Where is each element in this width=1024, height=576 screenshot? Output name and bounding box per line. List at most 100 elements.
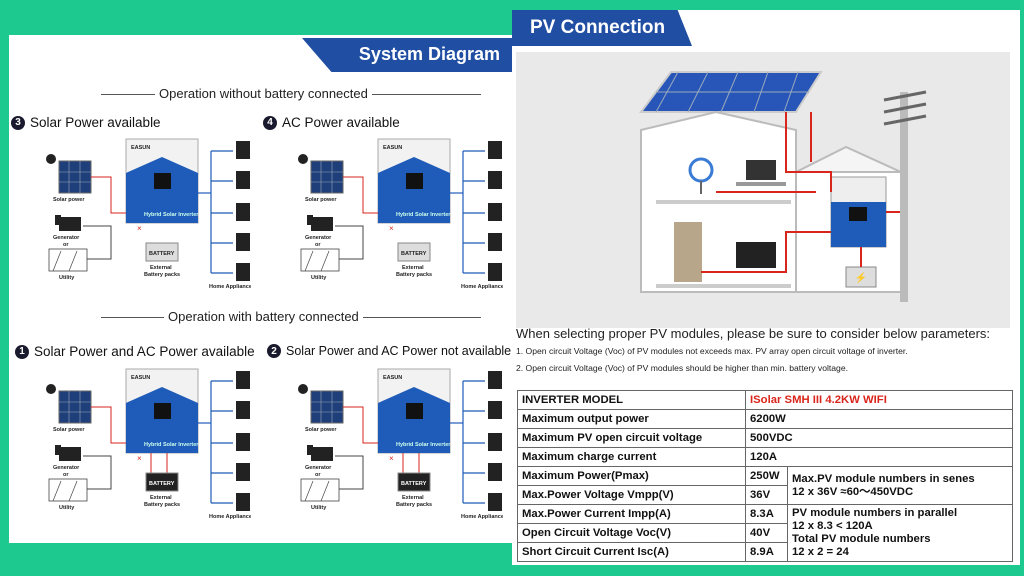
- external-battery-label: External: [402, 495, 424, 501]
- case-number-badge: 3: [11, 115, 25, 130]
- home-appliances-label: Home Appliances: [461, 284, 503, 290]
- battery-icon: [397, 472, 431, 492]
- svg-text:×: ×: [389, 454, 394, 463]
- or-label: or: [315, 472, 321, 478]
- appliance-icon: [236, 233, 250, 251]
- table-label-cell: Open Circuit Voltage Voc(V): [517, 523, 746, 543]
- battery-packs-label: Battery packs: [396, 502, 432, 508]
- svg-text:×: ×: [137, 224, 142, 233]
- utility-label: Utility: [311, 275, 327, 281]
- inverter-caption: Hybrid Solar Inverter: [144, 212, 199, 218]
- sun-icon: [298, 154, 308, 164]
- home-appliances-label: Home Appliances: [209, 284, 251, 290]
- table-label-cell: Max.Power Voltage Vmpp(V): [517, 485, 746, 505]
- generator-label: Generator: [53, 465, 80, 471]
- pv-selection-note: When selecting proper PV modules, please…: [516, 326, 991, 341]
- table-value-cell: 8.9A: [745, 542, 788, 562]
- parallel-note-line: PV module numbers in parallel: [792, 507, 958, 519]
- appliance-icon: [488, 463, 502, 481]
- table-label-cell: Maximum charge current: [517, 447, 746, 467]
- battery-icon: [397, 242, 431, 262]
- utility-icon: [48, 478, 88, 502]
- appliance-icon: [488, 401, 502, 419]
- utility-label: Utility: [311, 505, 327, 511]
- battery-label: BATTERY: [401, 481, 427, 487]
- sun-icon: [298, 384, 308, 394]
- generator-label: Generator: [305, 465, 332, 471]
- table-row: Max.Power Current Impp(A) 8.3A PV module…: [517, 504, 1013, 562]
- pv-connection-banner: PV Connection: [512, 10, 692, 46]
- svg-text:⚡: ⚡: [855, 271, 867, 284]
- series-note-cell: Max.PV module numbers in senes 12 x 36V …: [787, 466, 1013, 505]
- inverter-brand: EASUN: [131, 145, 150, 151]
- battery-packs-label: Battery packs: [396, 272, 432, 278]
- inverter-spec-table: INVERTER MODEL ISolar SMH III 4.2KW WIFI…: [517, 390, 1013, 562]
- or-label: or: [63, 472, 69, 478]
- case-title: Solar Power and AC Power not available: [286, 344, 512, 358]
- solar-panel-icon: [310, 390, 344, 424]
- svg-text:×: ×: [389, 224, 394, 233]
- table-label-cell: Maximum output power: [517, 409, 746, 429]
- utility-label: Utility: [59, 275, 75, 281]
- external-battery-label: External: [150, 495, 172, 501]
- utility-icon: [300, 478, 340, 502]
- parallel-note-cell: PV module numbers in parallel 12 x 8.3 <…: [787, 504, 1013, 562]
- table-label-cell: Max.Power Current Impp(A): [517, 504, 746, 524]
- case-title: Solar Power available: [30, 115, 161, 130]
- appliance-icon: [236, 171, 250, 189]
- section-title-with-battery: Operation with battery connected: [164, 309, 363, 324]
- table-row: INVERTER MODEL ISolar SMH III 4.2KW WIFI: [517, 390, 1013, 410]
- solar-panel-roof-icon: [639, 71, 823, 113]
- battery-label: BATTERY: [149, 251, 175, 257]
- external-battery-label: External: [150, 265, 172, 271]
- solar-power-label: Solar power: [53, 427, 85, 433]
- table-value-cell: 500VDC: [745, 428, 1013, 448]
- appliance-icon: [236, 401, 250, 419]
- model-label-cell: INVERTER MODEL: [517, 390, 746, 410]
- appliance-icon: [236, 433, 250, 451]
- battery-packs-label: Battery packs: [144, 272, 180, 278]
- appliance-icon: [236, 463, 250, 481]
- fridge-icon: [674, 222, 702, 282]
- sun-icon: [46, 384, 56, 394]
- table-row: Max.Power Voltage Vmpp(V) 36V: [517, 485, 1013, 505]
- inverter-brand: EASUN: [383, 375, 402, 381]
- appliance-icon: [488, 371, 502, 389]
- appliance-icon: [488, 263, 502, 281]
- solar-panel-icon: [58, 390, 92, 424]
- table-value-cell: 8.3A: [745, 504, 788, 524]
- generator-icon: [55, 215, 81, 231]
- inverter-icon: [125, 368, 199, 454]
- case-4-heading: 4 AC Power available: [263, 115, 400, 130]
- table-row: Maximum Power(Pmax) 250W Max.PV module n…: [517, 466, 1013, 505]
- inverter-caption: Hybrid Solar Inverter: [396, 442, 451, 448]
- or-label: or: [63, 242, 69, 248]
- model-value-cell: ISolar SMH III 4.2KW WIFI: [745, 390, 1013, 410]
- solar-panel-icon: [310, 160, 344, 194]
- generator-icon: [307, 215, 333, 231]
- appliance-icon: [236, 493, 250, 511]
- section-title-without-battery: Operation without battery connected: [155, 86, 372, 101]
- case-title: AC Power available: [282, 115, 400, 130]
- appliance-icon: [488, 141, 502, 159]
- table-row: Maximum charge current 120A: [517, 447, 1013, 467]
- appliance-icon: [236, 263, 250, 281]
- series-note-line: 12 x 36V ≈60～450VDC: [792, 485, 914, 498]
- appliance-icon: [488, 171, 502, 189]
- house-svg: ⚡: [639, 71, 927, 302]
- inverter-icon: [377, 138, 451, 224]
- generator-icon: [307, 445, 333, 461]
- system-diagram-panel: System Diagram Operation without battery…: [9, 35, 512, 543]
- utility-icon: [300, 248, 340, 272]
- inverter-brand: EASUN: [131, 375, 150, 381]
- solar-panel-icon: [58, 160, 92, 194]
- inverter-caption: Hybrid Solar Inverter: [144, 442, 199, 448]
- wiring-lines: [701, 112, 900, 273]
- battery-icon: [145, 472, 179, 492]
- table-label-cell: Maximum PV open circuit voltage: [517, 428, 746, 448]
- case-2-heading: 2 Solar Power and AC Power not available: [267, 344, 511, 358]
- appliance-icon: [488, 493, 502, 511]
